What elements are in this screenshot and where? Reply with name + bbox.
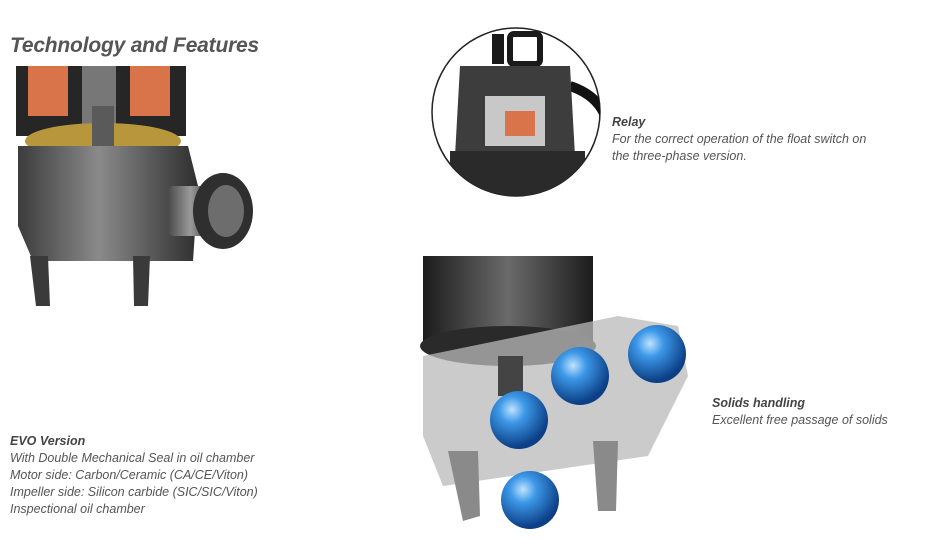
evo-line: Motor side: Carbon/Ceramic (CA/CE/Viton) bbox=[10, 468, 249, 482]
solids-handling-image bbox=[420, 256, 688, 529]
relay-line: For the correct operation of the float s… bbox=[612, 132, 867, 146]
solids-description: Solids handling Excellent free passage o… bbox=[712, 395, 888, 429]
relay-line: the three-phase version. bbox=[612, 149, 747, 163]
evo-heading: EVO Version bbox=[10, 434, 86, 448]
evo-line: Inspectional oil chamber bbox=[10, 502, 145, 516]
solids-line: Excellent free passage of solids bbox=[712, 413, 888, 427]
evo-line: Impeller side: Silicon carbide (SIC/SIC/… bbox=[10, 485, 258, 499]
pump-cutaway-image bbox=[16, 66, 253, 306]
solids-heading: Solids handling bbox=[712, 396, 806, 410]
relay-description: Relay For the correct operation of the f… bbox=[612, 114, 866, 165]
relay-heading: Relay bbox=[612, 115, 646, 129]
relay-image bbox=[431, 27, 601, 197]
evo-line: With Double Mechanical Seal in oil chamb… bbox=[10, 451, 255, 465]
evo-description: EVO Version With Double Mechanical Seal … bbox=[10, 433, 258, 518]
page-title: Technology and Features bbox=[10, 34, 259, 57]
